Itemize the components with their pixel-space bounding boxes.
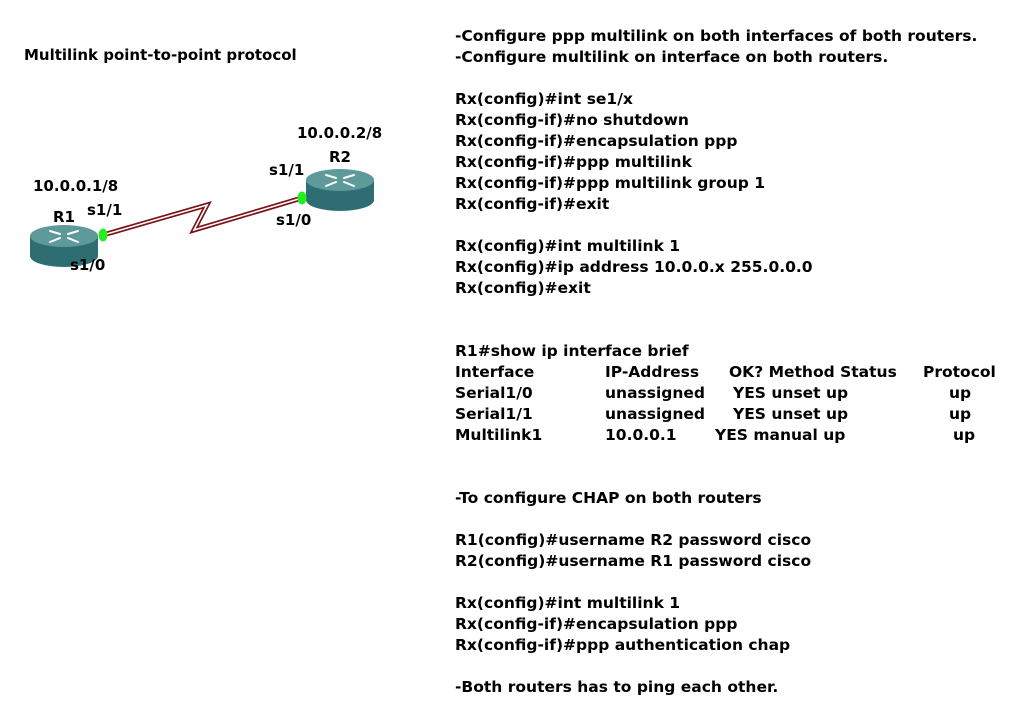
table-cell: up — [949, 384, 972, 402]
multilink-config-line: Rx(config)#int multilink 1 — [455, 237, 681, 255]
table-cell: YES unset up — [733, 384, 849, 402]
table-header-cell: Interface — [455, 363, 535, 381]
final-note: -Both routers has to ping each other. — [455, 678, 779, 696]
router-r1-icon[interactable] — [30, 225, 98, 267]
serial-config-line: Rx(config-if)#exit — [455, 195, 610, 213]
r2-name-label: R2 — [329, 148, 351, 166]
r1-name-label: R1 — [53, 208, 75, 226]
chap-username-line: R2(config)#username R1 password cisco — [455, 552, 812, 570]
table-cell: YES manual up — [715, 426, 846, 444]
chap-username-line: R1(config)#username R2 password cisco — [455, 531, 812, 549]
table-header-cell: Protocol — [923, 363, 996, 381]
serial-config-line: Rx(config-if)#encapsulation ppp — [455, 132, 738, 150]
table-cell: Multilink1 — [455, 426, 543, 444]
diagram-title: Multilink point-to-point protocol — [24, 46, 297, 64]
table-cell: YES unset up — [733, 405, 849, 423]
serial-config-line: Rx(config-if)#no shutdown — [455, 111, 689, 129]
table-header-cell: IP-Address — [605, 363, 700, 381]
r2-port-s1-0-label: s1/0 — [276, 211, 312, 229]
table-cell: Serial1/1 — [455, 405, 533, 423]
r2-port-indicator — [297, 191, 307, 205]
table-row: Serial1/1 unassigned YES unset up up — [455, 404, 1015, 425]
intro-line: -Configure multilink on interface on bot… — [455, 48, 889, 66]
serial-config-line: Rx(config)#int se1/x — [455, 90, 633, 108]
multilink-config-line: Rx(config)#exit — [455, 279, 591, 297]
instructions-panel: -Configure ppp multilink on both interfa… — [455, 26, 1015, 698]
show-command-line: R1#show ip interface brief — [455, 342, 689, 360]
r1-port-indicator — [98, 228, 108, 242]
chap-config-line: Rx(config-if)#ppp authentication chap — [455, 636, 791, 654]
multilink-config-line: Rx(config)#ip address 10.0.0.x 255.0.0.0 — [455, 258, 813, 276]
r1-port-s1-1-label: s1/1 — [87, 201, 123, 219]
table-cell: unassigned — [605, 405, 706, 423]
table-cell: up — [953, 426, 976, 444]
chap-config-line: Rx(config)#int multilink 1 — [455, 594, 681, 612]
serial-config-line: Rx(config-if)#ppp multilink — [455, 153, 692, 171]
r1-port-s1-0-label: s1/0 — [70, 256, 106, 274]
interface-table: Interface IP-Address OK? Method Status P… — [455, 362, 1015, 446]
table-header-cell: OK? Method Status — [729, 363, 897, 381]
table-cell: Serial1/0 — [455, 384, 533, 402]
table-cell: 10.0.0.1 — [605, 426, 677, 444]
table-header-row: Interface IP-Address OK? Method Status P… — [455, 362, 1015, 383]
table-cell: up — [949, 405, 972, 423]
router-r2-icon[interactable] — [306, 169, 374, 211]
table-row: Serial1/0 unassigned YES unset up up — [455, 383, 1015, 404]
r2-port-s1-1-label: s1/1 — [269, 161, 305, 179]
r2-ip-label: 10.0.0.2/8 — [297, 124, 383, 142]
intro-line: -Configure ppp multilink on both interfa… — [455, 27, 978, 45]
r1-ip-label: 10.0.0.1/8 — [33, 177, 119, 195]
table-row: Multilink1 10.0.0.1 YES manual up up — [455, 425, 1015, 446]
serial-link — [102, 195, 303, 238]
chap-heading: -To configure CHAP on both routers — [455, 489, 762, 507]
network-topology — [30, 169, 374, 267]
chap-config-line: Rx(config-if)#encapsulation ppp — [455, 615, 738, 633]
serial-config-line: Rx(config-if)#ppp multilink group 1 — [455, 174, 765, 192]
table-cell: unassigned — [605, 384, 706, 402]
